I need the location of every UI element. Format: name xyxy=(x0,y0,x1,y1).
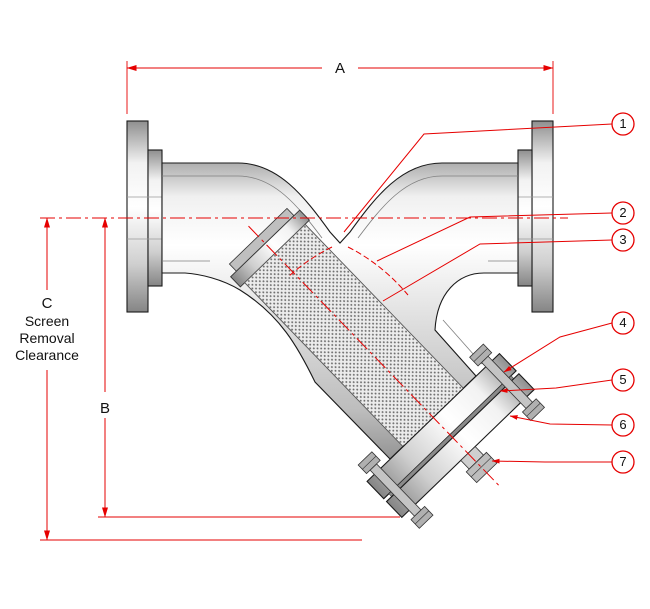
leader-6 xyxy=(509,415,613,426)
callout-2-circle xyxy=(611,201,635,225)
lower-inner-nut-facet xyxy=(362,455,377,470)
lower-outer-nut-facet xyxy=(414,510,430,525)
callout-6-circle xyxy=(611,413,635,437)
callout-7-circle xyxy=(611,450,635,474)
callout-3-number: 3 xyxy=(619,232,626,247)
body-wall-inner-right xyxy=(357,175,518,239)
lower-stud-bolt xyxy=(357,451,434,529)
callout-2: 2 xyxy=(611,201,635,225)
dimension-b: B xyxy=(98,217,400,518)
callout-6-number: 6 xyxy=(619,417,626,432)
hidden-bore-right xyxy=(347,246,409,296)
callout-1-circle xyxy=(611,112,635,136)
callout-4-number: 4 xyxy=(619,315,626,330)
upper-inner-nut-facet xyxy=(473,348,488,362)
upper-stud-bolt xyxy=(469,343,546,422)
dim-a-label: A xyxy=(335,60,345,77)
leader-5 xyxy=(499,379,613,393)
leader-3 xyxy=(382,239,613,302)
callout-balloons: 1 2 3 4 5 6 7 xyxy=(611,112,635,474)
leader-4 xyxy=(503,322,613,373)
callout-5: 5 xyxy=(611,368,635,392)
callout-1-number: 1 xyxy=(619,116,626,131)
dim-c-caption-1: Screen xyxy=(25,313,69,329)
dim-c-caption-3: Clearance xyxy=(15,347,79,363)
callout-4: 4 xyxy=(611,311,635,335)
branch-centerline xyxy=(248,225,501,487)
dimension-a: A xyxy=(126,60,554,114)
callout-6: 6 xyxy=(611,413,635,437)
strainer-branch xyxy=(228,207,546,529)
dim-c-caption-2: Removal xyxy=(19,330,74,346)
callout-5-circle xyxy=(611,368,635,392)
callout-2-number: 2 xyxy=(619,205,626,220)
leader-1 xyxy=(343,123,613,233)
left-flange-plate xyxy=(126,120,149,313)
leader-2 xyxy=(376,212,613,262)
callout-1: 1 xyxy=(611,112,635,136)
dimension-c: C Screen Removal Clearance xyxy=(15,217,362,541)
upper-outer-nut-facet xyxy=(526,402,541,417)
body-wall-inner-left xyxy=(162,175,323,239)
callout-7: 7 xyxy=(611,450,635,474)
leader-7 xyxy=(491,458,612,464)
dim-b-label: B xyxy=(100,400,110,417)
callout-5-number: 5 xyxy=(619,372,626,387)
hidden-bore-left xyxy=(287,246,333,278)
callout-4-circle xyxy=(611,311,635,335)
drain-plug-facet xyxy=(470,457,492,478)
right-flange-plate xyxy=(531,120,554,313)
callout-leaders xyxy=(343,123,613,464)
callout-3-circle xyxy=(611,228,635,252)
callout-7-number: 7 xyxy=(619,454,626,469)
callout-3: 3 xyxy=(611,228,635,252)
dim-c-label: C xyxy=(42,295,53,312)
